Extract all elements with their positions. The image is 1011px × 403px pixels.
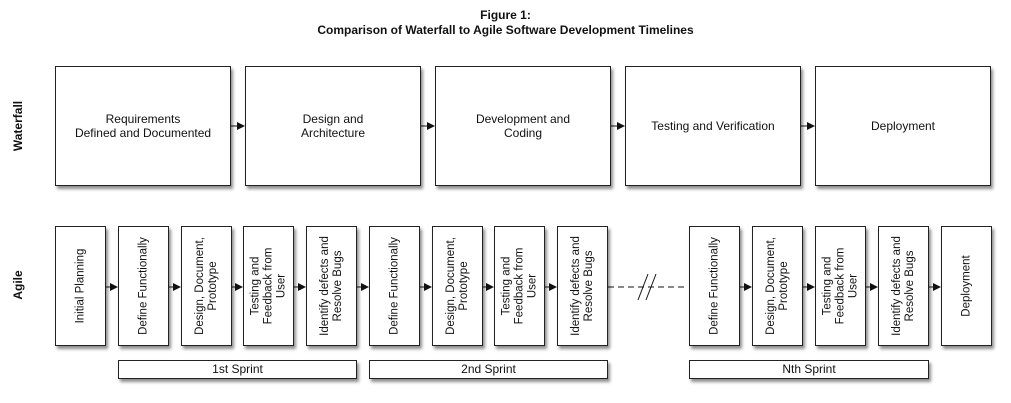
agile-step-label: Testing and Feedback from User	[500, 247, 538, 325]
waterfall-step-testing: Testing and Verification	[625, 66, 801, 186]
waterfall-step-label: Requirements Defined and Documented	[74, 112, 212, 140]
agile-step-label: Design, Document, Prototype	[193, 237, 219, 335]
agile-step-label: Design, Document, Prototype	[764, 237, 790, 335]
waterfall-step-label: Testing and Verification	[651, 119, 775, 133]
agile-step-label: Identify defects and Resolve Bugs	[890, 236, 916, 336]
agile-step-design-2: Design, Document, Prototype	[432, 226, 483, 346]
figure-number: Figure 1:	[480, 8, 531, 22]
agile-step-design-1: Design, Document, Prototype	[181, 226, 232, 346]
agile-step-define-n: Define Functionally	[689, 226, 740, 346]
agile-step-testing-1: Testing and Feedback from User	[243, 226, 294, 346]
agile-step-design-n: Design, Document, Prototype	[752, 226, 803, 346]
waterfall-step-label: Design and Architecture	[300, 112, 366, 140]
agile-step-initial-planning: Initial Planning	[55, 226, 106, 346]
agile-step-label: Identify defects and Resolve Bugs	[569, 236, 595, 336]
waterfall-step-design: Design and Architecture	[245, 66, 421, 186]
agile-step-defects-2: Identify defects and Resolve Bugs	[557, 226, 608, 346]
waterfall-step-deployment: Deployment	[815, 66, 991, 186]
agile-step-label: Define Functionally	[708, 237, 720, 335]
agile-step-defects-1: Identify defects and Resolve Bugs	[306, 226, 357, 346]
agile-step-define-1: Define Functionally	[118, 226, 169, 346]
waterfall-step-label: Deployment	[870, 119, 936, 133]
break-mark-right	[645, 273, 657, 301]
agile-step-label: Define Functionally	[388, 237, 400, 335]
agile-step-label: Deployment	[960, 255, 972, 317]
agile-step-label: Design, Document, Prototype	[444, 237, 470, 335]
sprint-label-1st: 1st Sprint	[118, 360, 357, 379]
agile-step-label: Testing and Feedback from User	[821, 247, 859, 325]
agile-step-label: Testing and Feedback from User	[249, 247, 287, 325]
agile-step-label: Define Functionally	[137, 237, 149, 335]
waterfall-step-label: Development and Coding	[475, 112, 571, 140]
agile-step-testing-2: Testing and Feedback from User	[494, 226, 545, 346]
sprint-label-2nd: 2nd Sprint	[369, 360, 608, 379]
figure-title: Comparison of Waterfall to Agile Softwar…	[317, 23, 694, 37]
agile-step-defects-n: Identify defects and Resolve Bugs	[878, 226, 929, 346]
waterfall-step-requirements: Requirements Defined and Documented	[55, 66, 231, 186]
agile-step-label: Initial Planning	[74, 248, 86, 324]
sprint-label-nth: Nth Sprint	[689, 360, 929, 379]
agile-step-testing-n: Testing and Feedback from User	[815, 226, 866, 346]
break-mark-left	[637, 273, 649, 301]
waterfall-step-development: Development and Coding	[435, 66, 611, 186]
agile-step-label: Identify defects and Resolve Bugs	[318, 236, 344, 336]
agile-step-define-2: Define Functionally	[369, 226, 420, 346]
agile-step-deployment: Deployment	[941, 226, 992, 346]
